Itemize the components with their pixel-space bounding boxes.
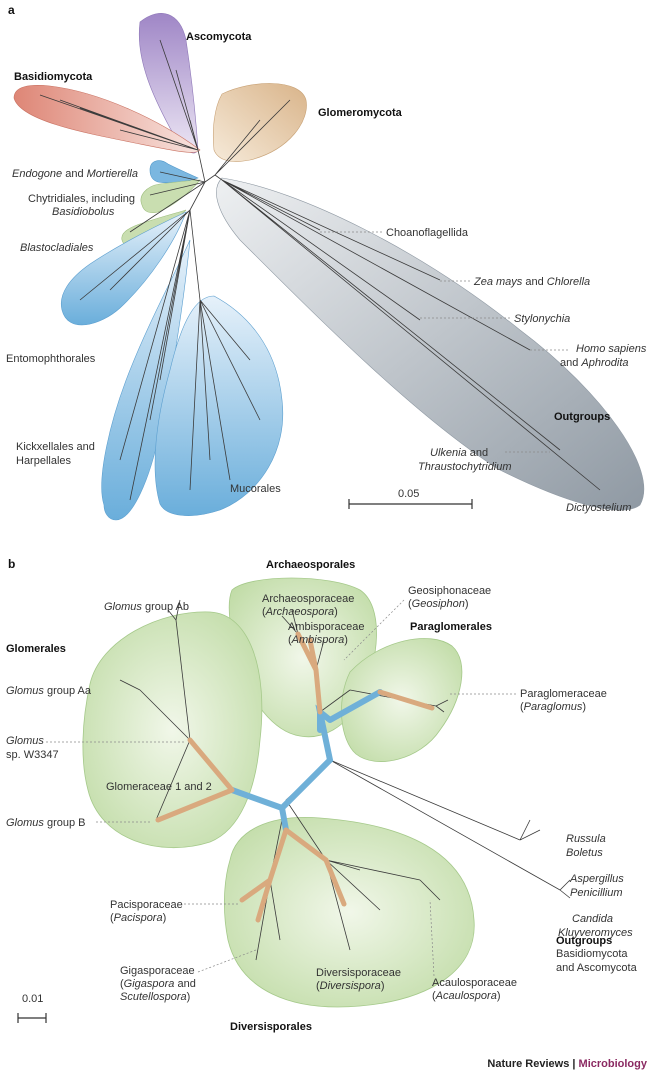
panel-b-scale-bar: 0.01 <box>17 993 47 1023</box>
acaulosporaceae-label-line1: Acaulosporaceae <box>432 977 517 989</box>
glomus-ab-label: Glomus group Ab <box>104 601 189 613</box>
glomerales-clade-shape <box>82 611 263 849</box>
basidiomycota-label: Basidiomycota <box>14 71 93 83</box>
archaeosporales-label: Archaeosporales <box>266 559 355 571</box>
acaulosporaceae-label-line2: (Acaulospora) <box>432 990 501 1002</box>
ulkenia-label-line1: Ulkenia and <box>430 447 488 459</box>
penicillium-label: Penicillium <box>570 887 623 899</box>
endogone-clade-shape <box>149 160 199 184</box>
kickxellales-label-line1: Kickxellales and <box>16 441 95 453</box>
diversisporaceae-label-line2: (Diversispora) <box>316 980 384 992</box>
stylonychia-label: Stylonychia <box>514 313 570 325</box>
paraglomeraceae-label-line2: (Paraglomus) <box>520 701 586 713</box>
panel-a-tree-branches <box>39 39 601 501</box>
archaeosporaceae-label-line1: Archaeosporaceae <box>262 593 354 605</box>
glomus-w3347-label-line1: Glomus <box>6 735 44 747</box>
choanoflagellida-label: Choanoflagellida <box>386 227 469 239</box>
entomophthorales-clade-shape <box>60 211 187 326</box>
diversisporales-label: Diversisporales <box>230 1021 312 1033</box>
gigasporaceae-label-line1: Gigasporaceae <box>120 965 195 977</box>
russula-label: Russula <box>566 833 606 845</box>
paraglomeraceae-label-line1: Paraglomeraceae <box>520 688 607 700</box>
blastocladiales-label: Blastocladiales <box>20 242 94 254</box>
homo-label-line1: Homo sapiens <box>576 343 647 355</box>
pacisporaceae-label-line2: (Pacispora) <box>110 912 166 924</box>
aspergillus-label: Aspergillus <box>569 873 624 885</box>
glomus-w3347-label-line2: sp. W3347 <box>6 749 59 761</box>
panel-b-scale-label: 0.01 <box>22 993 43 1005</box>
endogone-label: Endogone and Mortierella <box>12 168 138 180</box>
kickxellales-clade-shape <box>101 239 191 521</box>
chytridiales-clade-shape <box>140 179 201 214</box>
glomus-aa-label: Glomus group Aa <box>6 685 92 697</box>
footer-separator: | <box>569 1058 579 1070</box>
mucorales-clade-shape <box>154 295 284 516</box>
kickxellales-label-line2: Harpellales <box>16 455 72 467</box>
panel-a: a Ascomycota Basidiomycota Glomeromycota… <box>6 3 647 521</box>
panel-a-scale-bar: 0.05 <box>348 488 473 509</box>
archaeosporaceae-label-line2: (Archaeospora) <box>262 606 338 618</box>
kluyveromyces-label: Kluyveromyces <box>558 927 633 939</box>
glomeromycota-clade-shape <box>212 83 307 162</box>
journal-name: Nature Reviews <box>487 1058 570 1070</box>
geosiphonaceae-label-line2: (Geosiphon) <box>408 598 469 610</box>
outgroups-b-label-line2: Basidiomycota <box>556 948 628 960</box>
panel-b-clade-stems <box>155 631 435 923</box>
paraglomerales-label: Paraglomerales <box>410 621 492 633</box>
ascomycota-label: Ascomycota <box>186 31 252 43</box>
journal-section: Microbiology <box>578 1058 647 1070</box>
gigasporaceae-label-line3: Scutellospora) <box>120 991 190 1003</box>
ambisporaceae-label-line1: Ambisporaceae <box>288 621 364 633</box>
homo-label-line2: and Aphrodita <box>560 357 629 369</box>
diversisporales-clade-shape <box>223 817 475 1008</box>
dictyostelium-label: Dictyostelium <box>566 502 631 514</box>
geosiphonaceae-label-line1: Geosiphonaceae <box>408 585 491 597</box>
diversisporaceae-label-line1: Diversisporaceae <box>316 967 401 979</box>
glomerales-label: Glomerales <box>6 643 66 655</box>
gigasporaceae-label-line2: (Gigaspora and <box>120 978 196 990</box>
chytridiales-label-line1: Chytridiales, including <box>28 193 135 205</box>
candida-label: Candida <box>572 913 613 925</box>
panel-b-letter: b <box>8 557 15 571</box>
zea-label: Zea mays and Chlorella <box>473 276 590 288</box>
boletus-label: Boletus <box>566 847 603 859</box>
panel-a-scale-label: 0.05 <box>398 488 419 500</box>
outgroups-label: Outgroups <box>554 411 610 423</box>
pacisporaceae-label-line1: Pacisporaceae <box>110 899 183 911</box>
glomus-b-label: Glomus group B <box>6 817 86 829</box>
chytridiales-label-line2: Basidiobolus <box>52 206 115 218</box>
mucorales-label: Mucorales <box>230 483 281 495</box>
journal-footer: Nature Reviews | Microbiology <box>487 1058 647 1070</box>
panel-b: b Archaeosporales Archa <box>6 557 638 1033</box>
outgroups-b-label: Outgroups <box>556 935 612 947</box>
glomeraceae-label: Glomeraceae 1 and 2 <box>106 781 212 793</box>
glomeromycota-label: Glomeromycota <box>318 107 403 119</box>
ambisporaceae-label-line2: (Ambispora) <box>288 634 348 646</box>
panel-a-letter: a <box>8 3 15 17</box>
entomophthorales-label: Entomophthorales <box>6 353 96 365</box>
ulkenia-label-line2: Thraustochytridium <box>418 461 512 473</box>
outgroups-b-label-line3: and Ascomycota <box>556 962 638 974</box>
